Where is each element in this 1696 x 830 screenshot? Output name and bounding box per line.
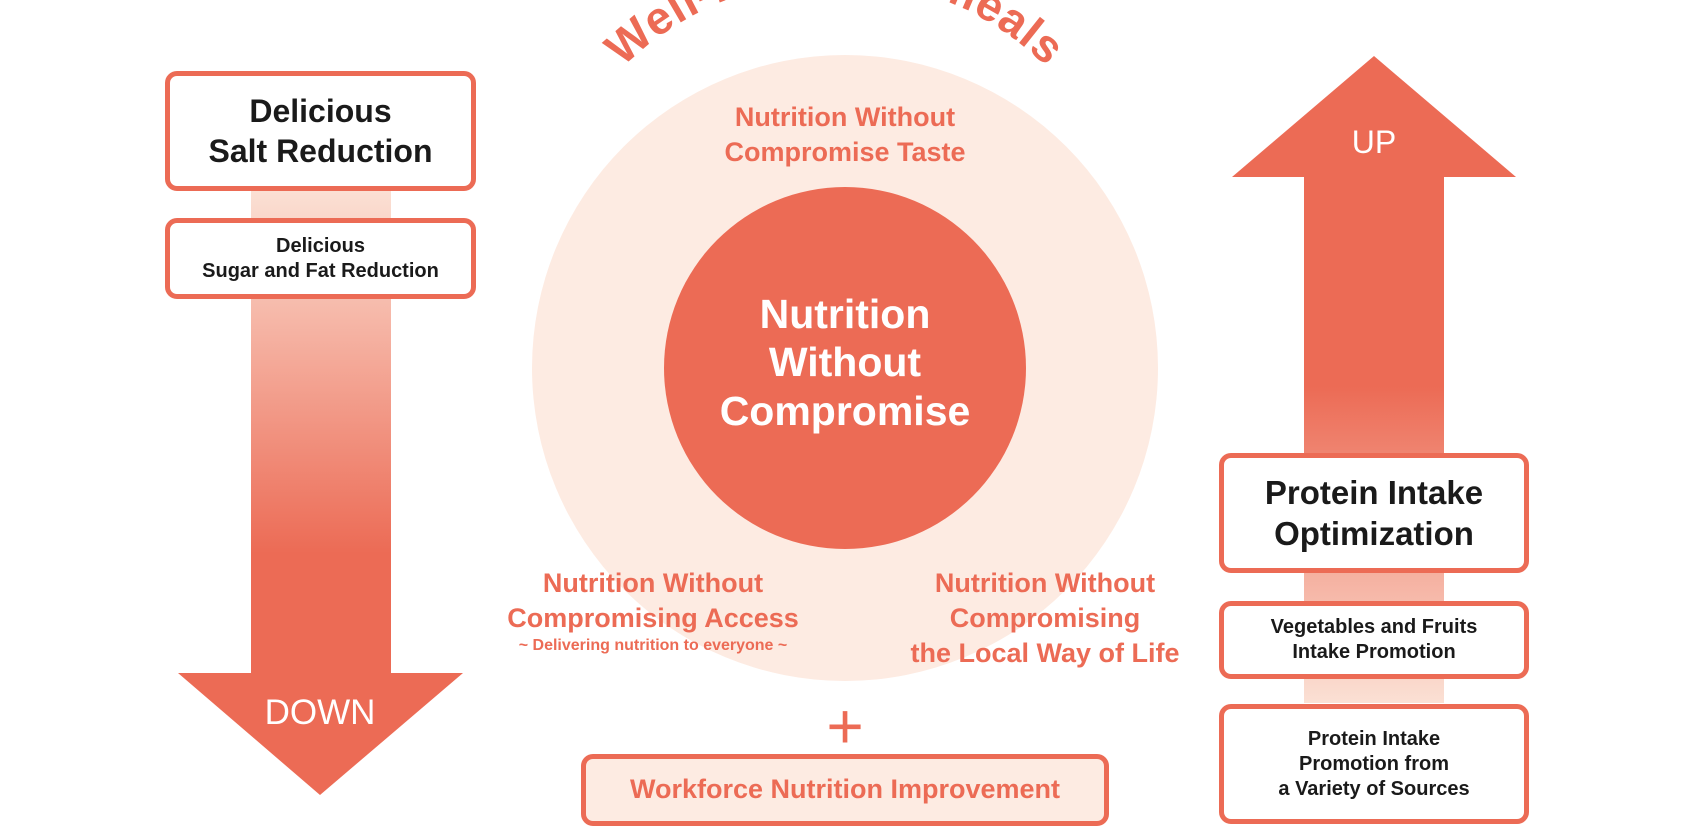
up-label: UP	[1351, 124, 1397, 160]
workforce-box: Workforce Nutrition Improvement	[581, 754, 1109, 826]
down-label: DOWN	[264, 693, 376, 732]
plus-icon: +	[826, 690, 864, 762]
inner-circle	[664, 187, 1026, 549]
